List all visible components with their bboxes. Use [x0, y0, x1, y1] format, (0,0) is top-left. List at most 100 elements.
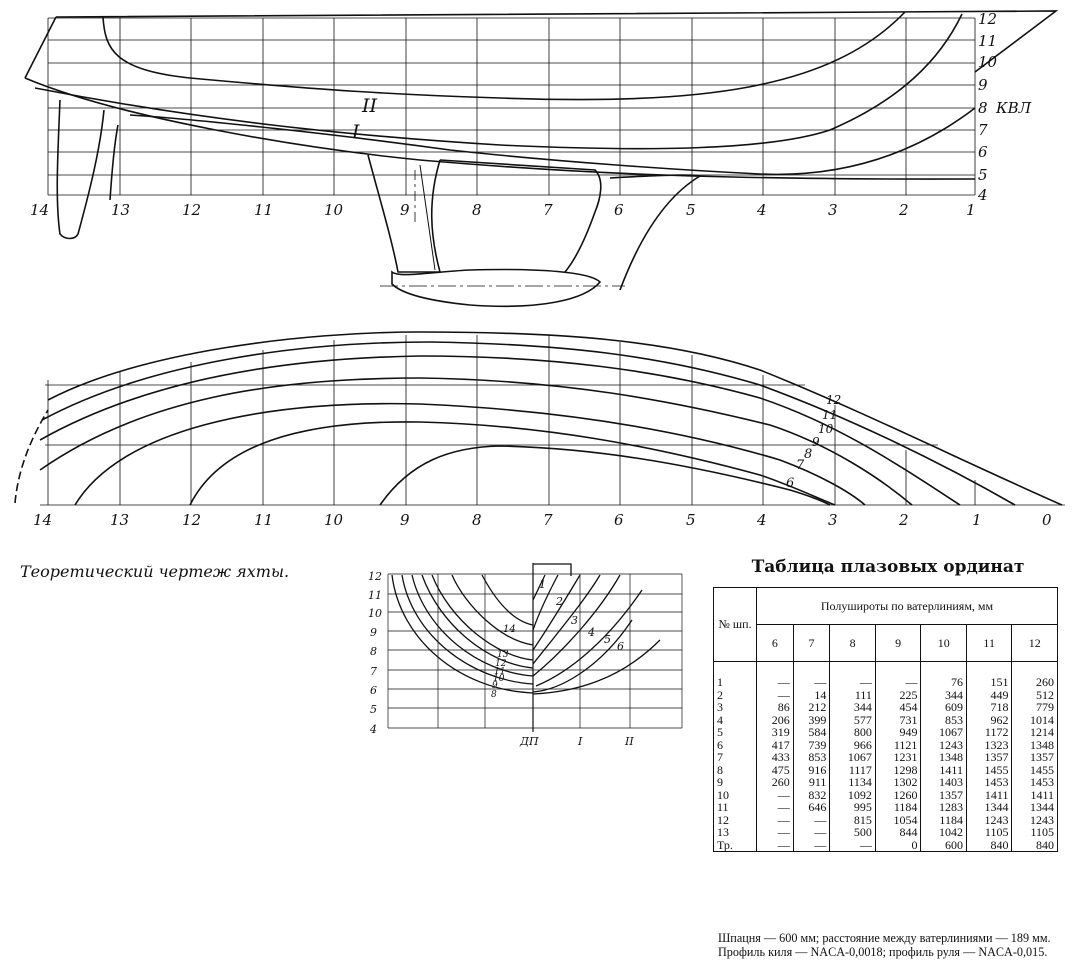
- column-header: 9: [874, 624, 922, 662]
- offset-cell: —: [792, 838, 831, 852]
- offset-cell: 1453: [1011, 776, 1058, 789]
- plan-frame-label: 13: [110, 511, 129, 529]
- offset-cell: 800: [829, 726, 876, 739]
- frame-number-cell: Тр.: [713, 838, 757, 852]
- offset-cell: 454: [874, 701, 922, 714]
- body-aft-frame-label: 12: [495, 659, 507, 669]
- plan-wl-label: 11: [822, 408, 837, 422]
- offset-cell: 1357: [1011, 751, 1058, 764]
- plan-frame-label: 8: [472, 511, 482, 529]
- body-aft-frame-label: 14: [503, 624, 516, 635]
- body-fwd-frame-label: 1: [539, 578, 546, 591]
- offset-cell: 1134: [829, 776, 876, 789]
- offset-cell: 844: [874, 826, 922, 839]
- body-fwd-frame-label: 6: [617, 640, 624, 653]
- row-header: № шп.: [713, 587, 757, 662]
- offset-cell: 718: [965, 701, 1013, 714]
- column-header: 8: [829, 624, 876, 662]
- offset-cell: —: [756, 826, 794, 839]
- offset-cell: 1184: [920, 813, 967, 826]
- offset-cell: 1302: [874, 776, 922, 789]
- body-label-dp: ДП: [519, 735, 539, 748]
- plan-frame-label: 1: [972, 511, 982, 529]
- offset-cell: 212: [792, 701, 831, 714]
- plan-grid: [40, 335, 1065, 506]
- table-title: Таблица плазовых ординат: [751, 557, 1025, 577]
- offset-cell: 832: [792, 788, 831, 801]
- offset-cell: 1092: [829, 788, 876, 801]
- plan-waterlines: [14, 331, 1063, 506]
- offset-cell: —: [829, 676, 876, 689]
- profile-frame-label: 2: [898, 201, 909, 219]
- buttock-label-II: II: [361, 95, 378, 117]
- drawing-caption: Теоретический чертеж яхты.: [20, 562, 290, 581]
- offset-cell: 1411: [965, 788, 1013, 801]
- frame-number-cell: 13: [713, 826, 757, 839]
- frame-number-cell: 8: [713, 763, 757, 776]
- frame-number-cell: 10: [713, 788, 757, 801]
- profile-frame-label: 10: [324, 201, 344, 219]
- frame-number-cell: 4: [713, 713, 757, 726]
- plan-frame-label: 14: [33, 511, 52, 529]
- offset-cell: 1014: [1011, 713, 1058, 726]
- offset-cell: 1455: [965, 763, 1013, 776]
- offset-cell: 151: [965, 676, 1013, 689]
- plan-wl-label: 6: [786, 476, 794, 491]
- offset-cell: 1403: [920, 776, 967, 789]
- profile-wl-label: 5: [978, 166, 988, 184]
- offset-cell: 840: [1011, 838, 1058, 852]
- column-header: 10: [920, 624, 967, 662]
- frame-number-cell: 3: [713, 701, 757, 714]
- column-header: 11: [965, 624, 1013, 662]
- offset-cell: 319: [756, 726, 794, 739]
- body-wl-label: 12: [368, 570, 382, 583]
- offset-cell: 417: [756, 738, 794, 751]
- frame-number-cell: 7: [713, 751, 757, 764]
- offset-cell: 260: [1011, 676, 1058, 689]
- profile-frame-label: 14: [30, 201, 49, 219]
- offset-cell: 111: [829, 688, 876, 701]
- plan-frame-label: 7: [543, 511, 553, 529]
- profile-frame-label: 6: [614, 201, 624, 219]
- offset-cell: 1344: [965, 801, 1013, 814]
- plan-frame-label: 0: [1042, 511, 1052, 529]
- buttock-label-I: I: [351, 121, 360, 143]
- offset-cell: 260: [756, 776, 794, 789]
- offset-cell: 911: [792, 776, 831, 789]
- body-aft-frame-label: 11: [494, 667, 505, 677]
- offset-cell: 344: [920, 688, 967, 701]
- offset-cell: 1042: [920, 826, 967, 839]
- body-aft-frame-label: 9: [492, 681, 498, 691]
- offset-cell: 1214: [1011, 726, 1058, 739]
- offset-cell: 1172: [965, 726, 1013, 739]
- plan-wl-label: 10: [818, 422, 834, 436]
- offset-cell: 609: [920, 701, 967, 714]
- offset-cell: 1348: [920, 751, 967, 764]
- offset-cell: 206: [756, 713, 794, 726]
- offset-cell: 1231: [874, 751, 922, 764]
- offset-cell: 1067: [829, 751, 876, 764]
- body-fwd-frame-label: 2: [555, 595, 563, 608]
- offset-cell: 600: [920, 838, 967, 852]
- offset-cell: 949: [874, 726, 922, 739]
- profile-wl-label: 9: [978, 76, 988, 94]
- plan-frame-label: 4: [756, 511, 767, 529]
- profile-wl-label: 8: [978, 99, 988, 117]
- offset-cell: —: [829, 838, 876, 852]
- profile-wl-label: 12: [978, 10, 997, 28]
- plan-frame-label: 9: [400, 511, 410, 529]
- profile-frame-label: 3: [828, 201, 838, 219]
- offset-cell: 739: [792, 738, 831, 751]
- plan-frame-label: 6: [614, 511, 624, 529]
- offset-cell: 584: [792, 726, 831, 739]
- profile-frame-label: 7: [543, 201, 553, 219]
- offset-cell: —: [756, 813, 794, 826]
- body-label-II: II: [624, 735, 634, 748]
